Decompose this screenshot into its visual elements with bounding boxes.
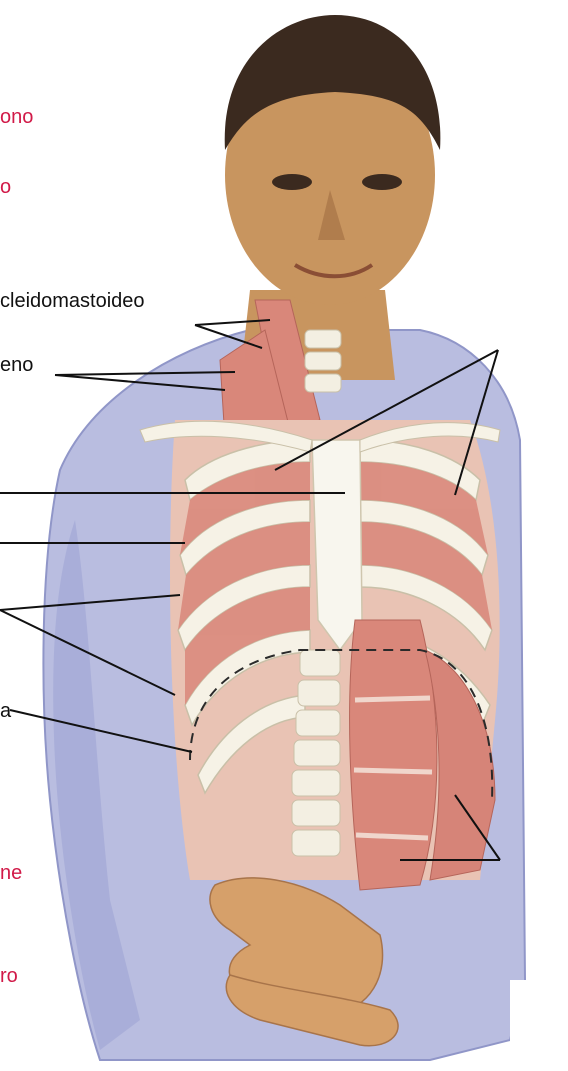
label-6: ne [0,862,22,885]
rectus-abdominis-muscle [350,620,437,890]
label-1: ono [0,106,33,129]
panel [510,980,568,1071]
right-eye [362,174,402,190]
label-7: ro [0,965,18,988]
label-2: o [0,176,11,199]
label-4: eno [0,354,33,377]
sternum [312,440,362,650]
left-eye [272,174,312,190]
label-5: a [0,700,11,723]
label-3: cleidomastoideo [0,290,145,313]
